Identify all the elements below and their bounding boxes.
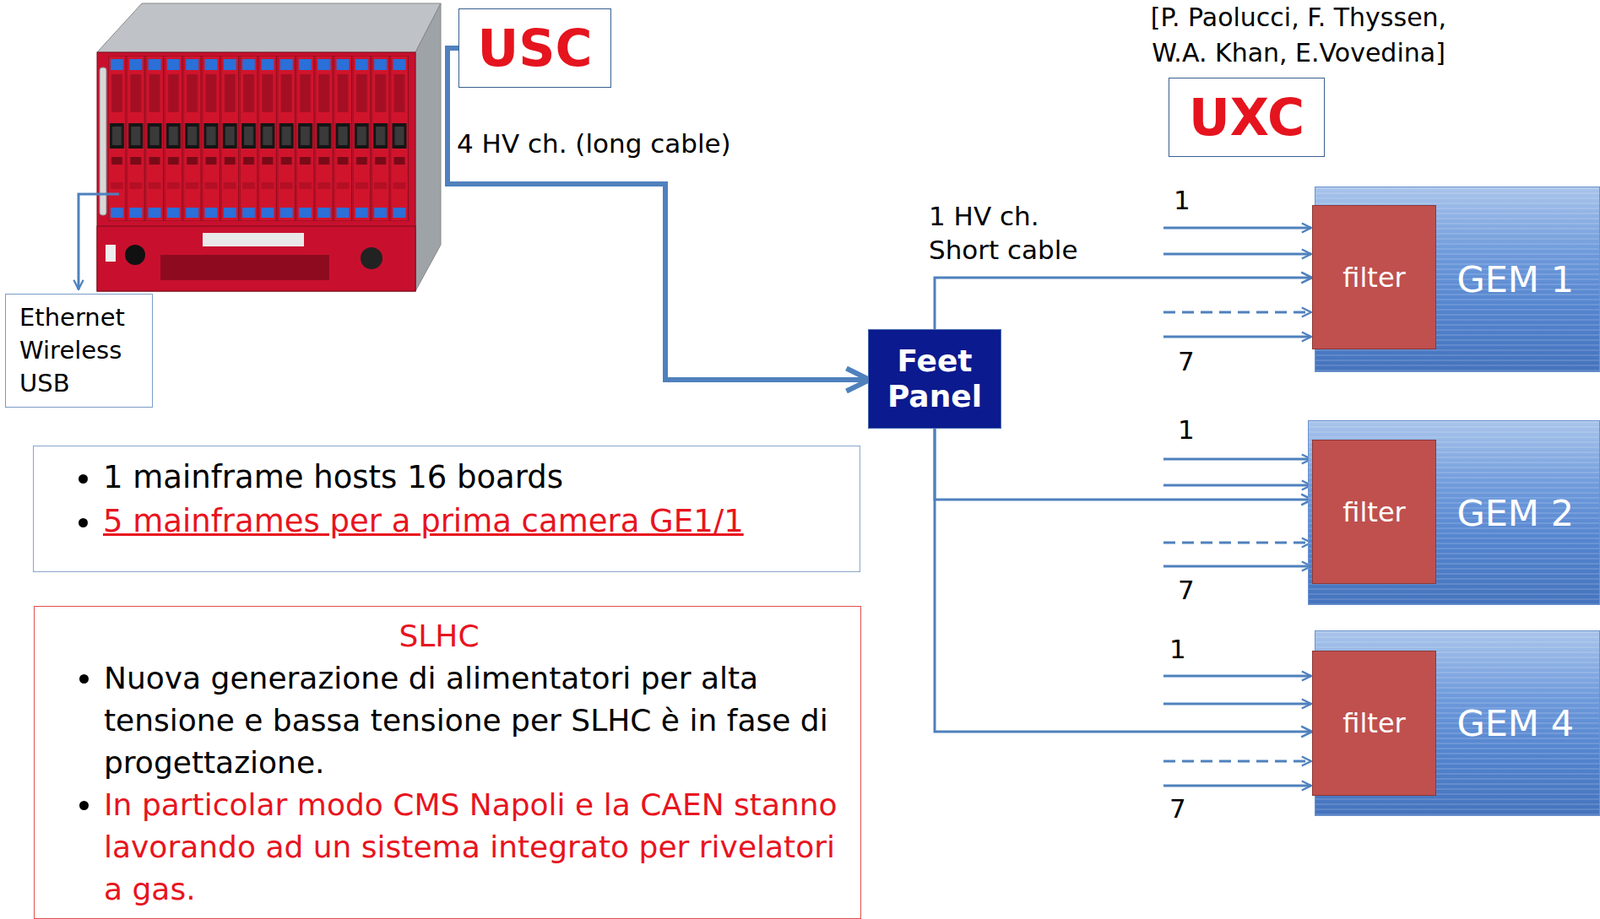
cable-connector bbox=[934, 428, 1313, 733]
bullet-text: Nuova generazione di alimentatori per al… bbox=[103, 657, 844, 785]
fan-line bbox=[1163, 542, 1312, 545]
crate-plate bbox=[202, 233, 304, 247]
crate-boards bbox=[108, 55, 410, 222]
callout-number: 1 bbox=[1169, 634, 1187, 665]
filter-box: filter bbox=[1312, 205, 1437, 350]
note-box: SLHCNuova generazione di alimentatori pe… bbox=[33, 606, 862, 919]
node-text: GEM 1 bbox=[1456, 258, 1574, 301]
filter-box: filter bbox=[1312, 439, 1437, 585]
bullet-text: In particolar modo CMS Napoli e la CAEN … bbox=[103, 784, 844, 912]
bullet-text: 5 mainframes per a prima camera GE1/1 bbox=[103, 499, 843, 544]
interface-leader bbox=[78, 194, 120, 290]
callout-number: 7 bbox=[1177, 574, 1195, 606]
node-text: Feet Panel bbox=[872, 343, 998, 415]
crate-front bbox=[97, 52, 416, 292]
node-text: UXC bbox=[1188, 87, 1305, 147]
cable-connector bbox=[934, 428, 1313, 500]
site-label-box: UXC bbox=[1168, 77, 1325, 158]
fan-line bbox=[1163, 311, 1312, 315]
fan-line bbox=[1163, 458, 1312, 462]
fan-line bbox=[1163, 484, 1312, 488]
bullet-text: 1 mainframe hosts 16 boards bbox=[103, 455, 843, 500]
author-credit: [P. Paolucci, F. Thyssen, W.A. Khan, E.V… bbox=[1129, 0, 1468, 71]
callout-number: 1 bbox=[1177, 414, 1195, 445]
chamber-box: GEM 1 filter bbox=[1314, 186, 1600, 373]
cable-connector bbox=[447, 48, 868, 380]
fan-line bbox=[1163, 565, 1312, 569]
callout-number: 7 bbox=[1169, 793, 1187, 825]
node-text: GEM 2 bbox=[1456, 492, 1574, 535]
cable-label: 4 HV ch. (long cable) bbox=[456, 126, 732, 161]
node-text: USC bbox=[477, 18, 593, 78]
chamber-box: GEM 4 filter bbox=[1314, 630, 1600, 817]
patch-panel-box: Feet Panel bbox=[867, 329, 1002, 429]
crate-switch bbox=[105, 244, 116, 262]
node-text: filter bbox=[1342, 261, 1405, 294]
callout-number: 1 bbox=[1173, 184, 1191, 216]
cable-connector bbox=[934, 277, 1313, 330]
cable-fan bbox=[1163, 227, 1312, 787]
interface-box: Ethernet Wireless USB bbox=[5, 293, 153, 408]
crate-top bbox=[97, 3, 441, 53]
fan-line bbox=[1163, 785, 1312, 788]
fan-line bbox=[1163, 336, 1312, 339]
node-text: Ethernet Wireless USB bbox=[19, 301, 142, 401]
chamber-box: GEM 2 filter bbox=[1307, 420, 1600, 606]
site-label-box: USC bbox=[458, 8, 612, 88]
fan-line bbox=[1163, 253, 1312, 256]
callout-number: 7 bbox=[1177, 346, 1195, 377]
fan-line bbox=[1163, 703, 1312, 706]
note-box: 1 mainframe hosts 16 boards5 mainframes … bbox=[32, 445, 861, 573]
node-text: GEM 4 bbox=[1456, 702, 1574, 745]
fan-line bbox=[1163, 675, 1312, 678]
cable-label: 1 HV ch. Short cable bbox=[928, 199, 1098, 267]
node-text: SLHC bbox=[34, 615, 844, 658]
crate-grille bbox=[160, 254, 330, 281]
bullet-list: 1 mainframe hosts 16 boards5 mainframes … bbox=[33, 455, 843, 544]
crate-knob bbox=[124, 244, 146, 266]
node-text: filter bbox=[1342, 707, 1405, 740]
bullet-list: Nuova generazione di alimentatori per al… bbox=[34, 657, 844, 912]
crate-bottom-panel bbox=[97, 226, 416, 292]
crate-side bbox=[415, 3, 441, 292]
filter-box: filter bbox=[1312, 650, 1437, 797]
node-text: filter bbox=[1342, 496, 1405, 529]
fan-line bbox=[1163, 760, 1312, 764]
crate-knob bbox=[360, 247, 383, 270]
fan-line bbox=[1163, 227, 1312, 230]
